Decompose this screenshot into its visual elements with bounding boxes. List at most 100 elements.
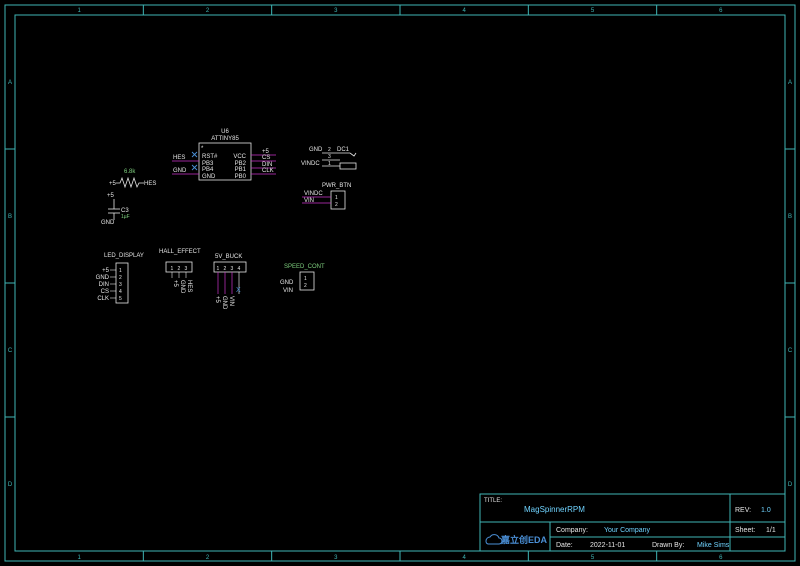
frame-col-label-top: 2: [206, 8, 210, 14]
frame-col-label-top: 5: [591, 8, 595, 14]
pwr-btn-net-vindc: VINDC: [304, 191, 323, 197]
led-display-pin: 3: [119, 282, 122, 288]
frame-row-label-right: C: [788, 348, 793, 354]
frame-row-label-left: C: [8, 348, 13, 354]
frame-row-label-right: B: [788, 214, 792, 220]
speed-cont-connector[interactable]: SPEED_CONT 1 2 GND VIN: [280, 264, 325, 294]
u6-pin-pb3: PB3: [202, 161, 214, 167]
u6-pin-pb4: PB4: [202, 167, 214, 173]
frame-col-label-top: 3: [334, 8, 338, 14]
date-label: Date:: [556, 542, 573, 549]
hall-effect-net: HES: [186, 280, 192, 292]
buck-net: GND: [221, 296, 227, 310]
drawn-by-value: Mike Sims: [697, 542, 730, 549]
dc1-jack[interactable]: DC1 GND VINDC 2 3 1: [301, 147, 357, 170]
frame-col-label-top: 6: [719, 8, 723, 14]
resistor-value: 6.8k: [124, 169, 136, 175]
project-title: MagSpinnerRPM: [524, 505, 585, 514]
resistor-hes[interactable]: 6.8k +5 HES: [109, 169, 156, 189]
dc1-pin3: 3: [328, 154, 331, 160]
led-display-pin: 1: [119, 268, 122, 274]
title-block: TITLE: MagSpinnerRPM REV: 1.0 嘉立创EDA Com…: [479, 493, 786, 552]
speed-cont-net-vin: VIN: [283, 288, 293, 294]
jlc-eda-logo: 嘉立创EDA: [485, 534, 548, 545]
dc1-symbol: [322, 152, 357, 170]
buck-ref: 5V_BUCK: [215, 254, 242, 260]
company-label: Company:: [556, 527, 588, 534]
frame-row-label-right: D: [788, 482, 793, 488]
dc1-net-gnd: GND: [309, 147, 323, 153]
u6-attiny85[interactable]: U6 ATTINY85 * RST# PB3 PB4 GND VCC PB2 P…: [172, 129, 276, 181]
u6-value: ATTINY85: [211, 136, 239, 142]
led-display-net: CLK: [97, 296, 109, 302]
rev-label: REV:: [735, 507, 751, 514]
dc1-ref: DC1: [337, 147, 350, 153]
u6-pin-pb0: PB0: [235, 174, 247, 180]
led-display-body: [115, 262, 129, 304]
frame-row-label-left: A: [8, 80, 12, 86]
pwr-btn-connector[interactable]: PWR_BTN 1 2 VINDC VIN: [302, 183, 351, 210]
frame-col-label-bottom: 5: [591, 555, 595, 561]
pwr-btn-pin2: 2: [335, 202, 338, 208]
buck-pin: 1: [217, 266, 220, 272]
pwr-btn-pin1: 1: [335, 195, 338, 201]
dc1-net-vin: VINDC: [301, 161, 320, 167]
c3-net-top: +5: [107, 193, 115, 199]
led-display-net: GND: [96, 275, 110, 281]
c3-ref: C3: [121, 208, 129, 214]
frame-col-label-bottom: 3: [334, 555, 338, 561]
u6-ref: U6: [221, 129, 229, 135]
buck-pin: 3: [231, 266, 234, 272]
frame-col-label-bottom: 1: [77, 555, 81, 561]
company-value: Your Company: [604, 527, 651, 534]
hall-effect-pin: 1: [171, 266, 174, 272]
u6-net-gnd: GND: [173, 168, 187, 174]
u6-net-cs: CS: [262, 155, 270, 161]
hall-effect-net: +5: [172, 280, 178, 288]
u6-net-hes: HES: [173, 155, 185, 161]
speed-cont-net-gnd: GND: [280, 280, 294, 286]
hall-effect-net: GND: [179, 280, 185, 294]
cloud-icon: [485, 534, 503, 545]
drawn-by-label: Drawn By:: [652, 542, 684, 549]
c3-net-bottom: GND: [101, 220, 115, 226]
u6-pin-rst: RST#: [202, 154, 218, 160]
capacitor-c3[interactable]: +5 C3 1µF GND: [101, 193, 130, 226]
buck-nc-mark: X: [236, 287, 241, 294]
u6-body: [198, 142, 252, 181]
resistor-net-left: +5: [109, 181, 117, 187]
u6-pin-pb1: PB1: [235, 167, 247, 173]
speed-cont-pin2: 2: [304, 283, 307, 289]
resistor-net-right: HES: [144, 181, 156, 187]
resistor-symbol: [116, 176, 144, 189]
title-label: TITLE:: [484, 498, 502, 504]
led-display-net: +5: [102, 268, 110, 274]
hall-effect-pin: 3: [185, 266, 188, 272]
buck-net: +5: [214, 296, 220, 304]
buck-pin: 4: [238, 266, 241, 272]
u6-net-clk: CLK: [262, 168, 274, 174]
dc1-pin2: 2: [328, 147, 331, 153]
frame-col-label-bottom: 4: [462, 555, 466, 561]
logo-text: 嘉立创EDA: [500, 534, 548, 545]
frame-row-label-left: B: [8, 214, 12, 220]
u6-pin1-mark: *: [201, 146, 204, 152]
buck-net: VIN: [228, 296, 234, 306]
led-display-pin: 4: [119, 289, 122, 295]
u6-net-din: DIN: [262, 162, 272, 168]
hall-effect-pin: 2: [178, 266, 181, 272]
buck-body: [213, 261, 247, 273]
led-display-pin: 2: [119, 275, 122, 281]
pwr-btn-body: [330, 190, 346, 210]
frame-col-label-top: 4: [462, 8, 466, 14]
led-display-ref: LED_DISPLAY: [104, 253, 144, 259]
frame-ticks: [5, 5, 795, 561]
